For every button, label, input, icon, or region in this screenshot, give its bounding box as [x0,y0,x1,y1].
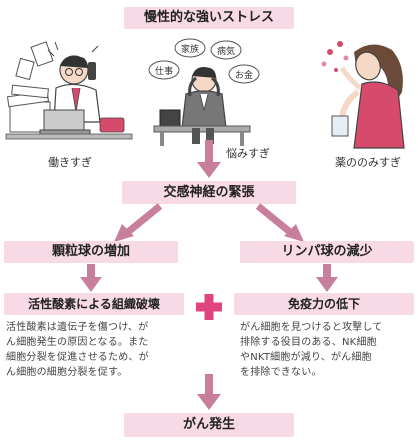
arrow-to-lymphocyte [255,203,304,242]
lymphocyte-decrease-label: リンパ球の減少 [281,244,373,259]
cause-label-medicine: 薬ののみすぎ [335,156,401,169]
cancer-onset-box: がん発生 [124,413,294,437]
arrow-down-right-step2 [316,264,338,292]
tissue-destruction-box: 活性酸素による組織破壊 [4,293,184,315]
right-description-line: がん細胞を見つけると攻撃して [240,322,383,333]
stress-title: 慢性的な強いストレス [143,10,274,25]
arrow-down-to-cancer [197,374,221,410]
left-description-line: ん細胞発生の原因となる。また [6,337,149,348]
right-description: がん細胞を見つけると攻撃して 排除する役目のある、NK細胞 やNKT細胞が減り、… [240,320,416,380]
woman-taking-medicine-illustration [321,41,405,149]
stress-title-box: 慢性的な強いストレス [124,7,294,29]
right-description-line: 排除する役目のある、NK細胞 [240,337,377,348]
cancer-onset-label: がん発生 [182,417,235,432]
left-description-line: 細胞分裂を促進させるため、が [6,352,149,363]
left-description-line: ん細胞の細胞分裂を促す。 [6,367,128,378]
immunity-decline-label: 免疫力の低下 [287,297,360,311]
plus-icon [196,294,222,320]
worry-bubble-illness: 病気 [217,45,235,57]
tissue-destruction-label: 活性酸素による組織破壊 [28,297,160,311]
left-description-line: 活性酸素は遺伝子を傷つけ、が [6,322,149,333]
worried-man-illustration: 仕事 家族 病気 お金 [148,38,260,146]
cause-label-worry: 悩みすぎ [226,147,270,160]
worry-bubble-work: 仕事 [155,65,173,77]
left-description: 活性酸素は遺伝子を傷つけ、が ん細胞発生の原因となる。また 細胞分裂を促進させる… [6,320,186,380]
arrow-down-left-step2 [80,264,102,292]
right-description-line: を排除できない。 [240,367,322,378]
arrow-down-to-sympathetic [197,140,221,178]
granulocyte-increase-box: 顆粒球の増加 [4,241,178,263]
worry-bubble-money: お金 [235,69,253,81]
sympathetic-tension-box: 交感神経の緊張 [122,181,296,204]
arrow-to-granulocyte [114,203,163,242]
immunity-decline-box: 免疫力の低下 [234,293,414,315]
right-description-line: やNKT細胞が減り、がん細胞 [240,352,372,363]
granulocyte-increase-label: 顆粒球の増加 [51,244,130,259]
sympathetic-tension-label: 交感神経の緊張 [163,185,255,200]
lymphocyte-decrease-box: リンパ球の減少 [240,241,414,263]
worry-bubble-family: 家族 [181,43,199,55]
overworked-man-illustration [5,41,133,140]
cause-label-overwork: 働きすぎ [48,156,92,169]
